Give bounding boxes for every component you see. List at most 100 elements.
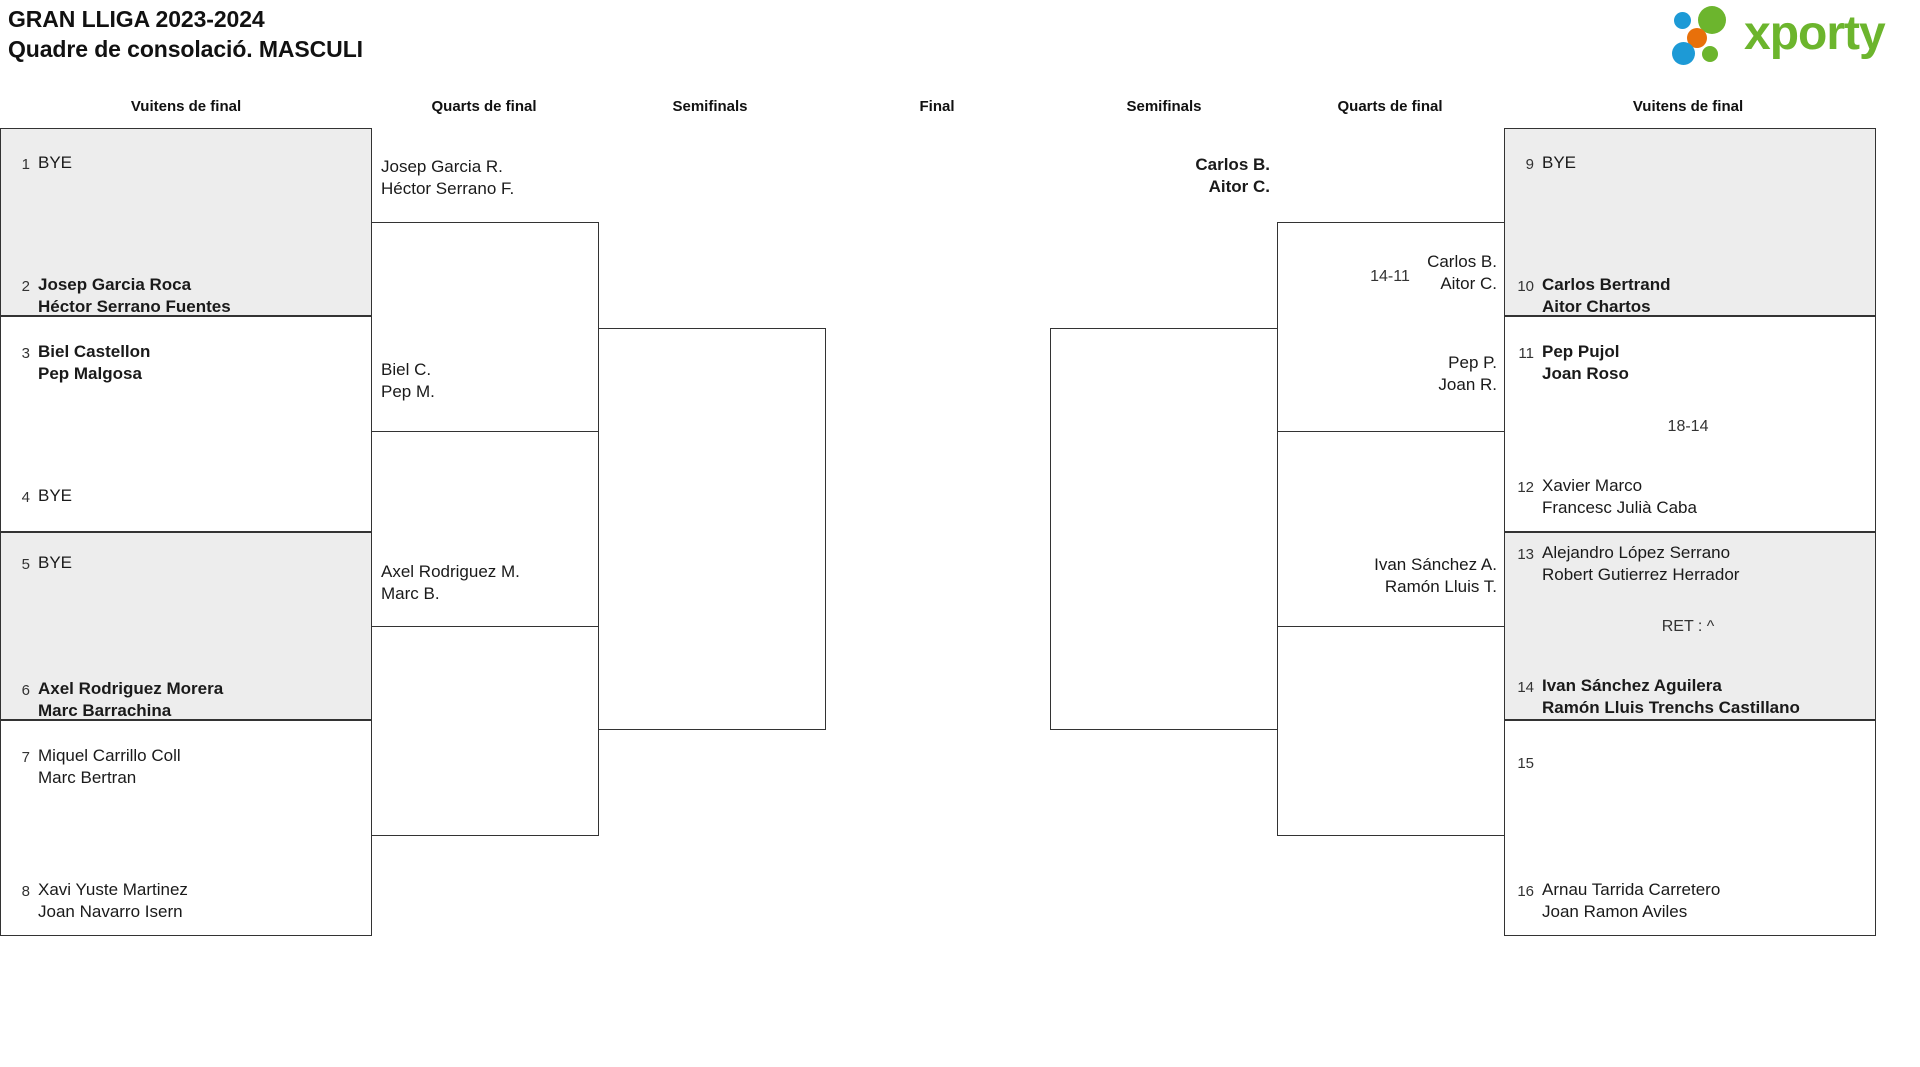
player-line-1: Carlos Bertrand [1542,275,1671,294]
player-line-1: BYE [38,553,73,572]
logo-dot-green-small [1702,46,1718,62]
player-names: Pep Pujol Joan Roso [1542,341,1629,385]
player-line-2: Marc B. [381,583,440,603]
right-r16-box-3 [1504,532,1876,720]
right-r16-entry-14[interactable]: 14 Ivan Sánchez Aguilera Ramón Lluis Tre… [1512,675,1800,719]
left-qf-entry-1[interactable]: Josep Garcia R. Héctor Serrano F. [381,156,514,200]
right-r16-entry-15[interactable]: 15 [1512,751,1542,773]
right-qf-box-1 [1277,222,1505,432]
column-header-left-round16: Vuitens de final [130,98,242,115]
seed-number: 9 [1525,156,1534,173]
player-line-1: Josep Garcia Roca [38,275,192,294]
logo-wordmark: xporty [1744,7,1886,60]
player-line-1: Xavi Yuste Martinez [38,880,188,899]
logo-dot-orange [1687,28,1707,48]
player-line-1: BYE [38,153,73,172]
player-line-1: Axel Rodriguez M. [381,562,520,581]
player-line-2: Marc Bertran [38,767,137,787]
player-line-2: Francesc Julià Caba [1542,497,1697,517]
column-header-final: Final [919,98,955,115]
right-qf-entry-3[interactable]: Ivan Sánchez A. Ramón Lluis T. [820,554,1497,598]
player-line-1: BYE [38,486,73,505]
right-r16-entry-9[interactable]: 9 BYE [1512,152,1576,174]
right-r16-entry-16[interactable]: 16 Arnau Tarrida Carretero Joan Ramon Av… [1512,879,1720,923]
player-line-2: Pep M. [381,381,435,401]
seed-number: 5 [21,556,30,573]
player-line-2: Joan R. [1438,374,1497,394]
seed-number: 14 [1517,679,1534,696]
score-right-r16-top: 18-14 [1667,418,1709,435]
left-qf-entry-2[interactable]: Biel C. Pep M. [381,359,435,403]
right-sf-entry-1[interactable]: Carlos B. Aitor C. [1000,154,1270,198]
score-right-r16-bottom: RET : ^ [1661,618,1715,635]
left-qf-entry-3[interactable]: Axel Rodriguez M. Marc B. [381,561,520,605]
player-line-1: Carlos B. [1427,252,1497,271]
score-right-qf-top: 14-11 [1370,268,1410,285]
left-qf-box-2 [371,626,599,836]
logo-dots-icon [1672,4,1742,65]
seed-number: 8 [21,883,30,900]
column-header-right-quarters: Quarts de final [1337,98,1443,115]
left-qf-box-1 [371,222,599,432]
left-r16-entry-4[interactable]: 4 BYE [8,485,72,507]
player-line-2: Aitor C. [1440,273,1497,293]
player-names: Arnau Tarrida Carretero Joan Ramon Avile… [1542,879,1720,923]
player-line-2: Ramón Lluis T. [1384,576,1497,596]
left-r16-entry-3[interactable]: 3 Biel Castellon Pep Malgosa [8,341,151,385]
left-r16-box-1 [0,128,372,316]
left-r16-entry-1[interactable]: 1 BYE [8,152,72,174]
left-r16-entry-2[interactable]: 2 Josep Garcia Roca Héctor Serrano Fuent… [8,274,231,318]
player-names: Josep Garcia Roca Héctor Serrano Fuentes [38,274,231,318]
player-line-2: Aitor C. [1208,176,1270,196]
left-r16-entry-7[interactable]: 7 Miquel Carrillo Coll Marc Bertran [8,745,181,789]
logo-dot-blue-large [1672,42,1695,65]
player-line-2: Héctor Serrano Fuentes [38,296,231,316]
seed-number: 10 [1517,278,1534,295]
column-header-left-quarters: Quarts de final [431,98,537,115]
player-line-2: Héctor Serrano F. [381,178,515,198]
seed-number: 4 [21,489,30,506]
player-line-1: Ivan Sánchez Aguilera [1542,676,1722,695]
left-r16-box-3 [0,532,372,720]
player-names: Alejandro López Serrano Robert Gutierrez… [1542,542,1739,586]
seed-number: 11 [1518,345,1534,362]
player-names: BYE [38,152,72,174]
right-r16-entry-10[interactable]: 10 Carlos Bertrand Aitor Chartos [1512,274,1670,318]
right-sf-box-1 [1050,328,1278,730]
player-line-1: Biel C. [381,360,432,379]
player-line-2: Joan Ramon Aviles [1542,901,1688,921]
left-r16-entry-5[interactable]: 5 BYE [8,552,72,574]
seed-number: 13 [1517,546,1534,563]
seed-number: 1 [21,156,30,173]
player-line-2: Joan Navarro Isern [38,901,183,921]
right-r16-entry-12[interactable]: 12 Xavier Marco Francesc Julià Caba [1512,475,1697,519]
right-qf-entry-2[interactable]: Pep P. Joan R. [1050,352,1497,396]
player-line-2: Pep Malgosa [38,363,142,383]
player-names: Xavi Yuste Martinez Joan Navarro Isern [38,879,188,923]
player-line-1: Biel Castellon [38,342,151,361]
player-line-1: Miquel Carrillo Coll [38,746,181,765]
player-line-1: Alejandro López Serrano [1542,543,1731,562]
player-names: Carlos Bertrand Aitor Chartos [1542,274,1670,318]
seed-number: 3 [21,345,30,362]
player-line-2: Robert Gutierrez Herrador [1542,564,1740,584]
player-line-1: Axel Rodriguez Morera [38,679,224,698]
right-qf-entry-1[interactable]: Carlos B. Aitor C. [1050,251,1497,295]
player-line-1: Pep Pujol [1542,342,1620,361]
right-r16-entry-11[interactable]: 11 Pep Pujol Joan Roso [1512,341,1629,385]
left-r16-entry-6[interactable]: 6 Axel Rodriguez Morera Marc Barrachina [8,678,224,722]
title-line-2: Quadre de consolació. MASCULI [8,36,363,63]
right-r16-entry-13[interactable]: 13 Alejandro López Serrano Robert Gutier… [1512,542,1739,586]
player-line-1: Ivan Sánchez A. [1374,555,1497,574]
player-line-1: Pep P. [1448,353,1497,372]
player-line-1: Xavier Marco [1542,476,1643,495]
seed-number: 16 [1517,883,1534,900]
left-r16-entry-8[interactable]: 8 Xavi Yuste Martinez Joan Navarro Isern [8,879,188,923]
player-names: Biel Castellon Pep Malgosa [38,341,150,385]
player-names: BYE [38,552,72,574]
page-title: GRAN LLIGA 2023-2024 Quadre de consolaci… [8,4,363,65]
player-line-2: Aitor Chartos [1542,296,1651,316]
title-line-1: GRAN LLIGA 2023-2024 [8,6,265,32]
player-line-1: Arnau Tarrida Carretero [1542,880,1721,899]
seed-number: 15 [1517,755,1534,772]
